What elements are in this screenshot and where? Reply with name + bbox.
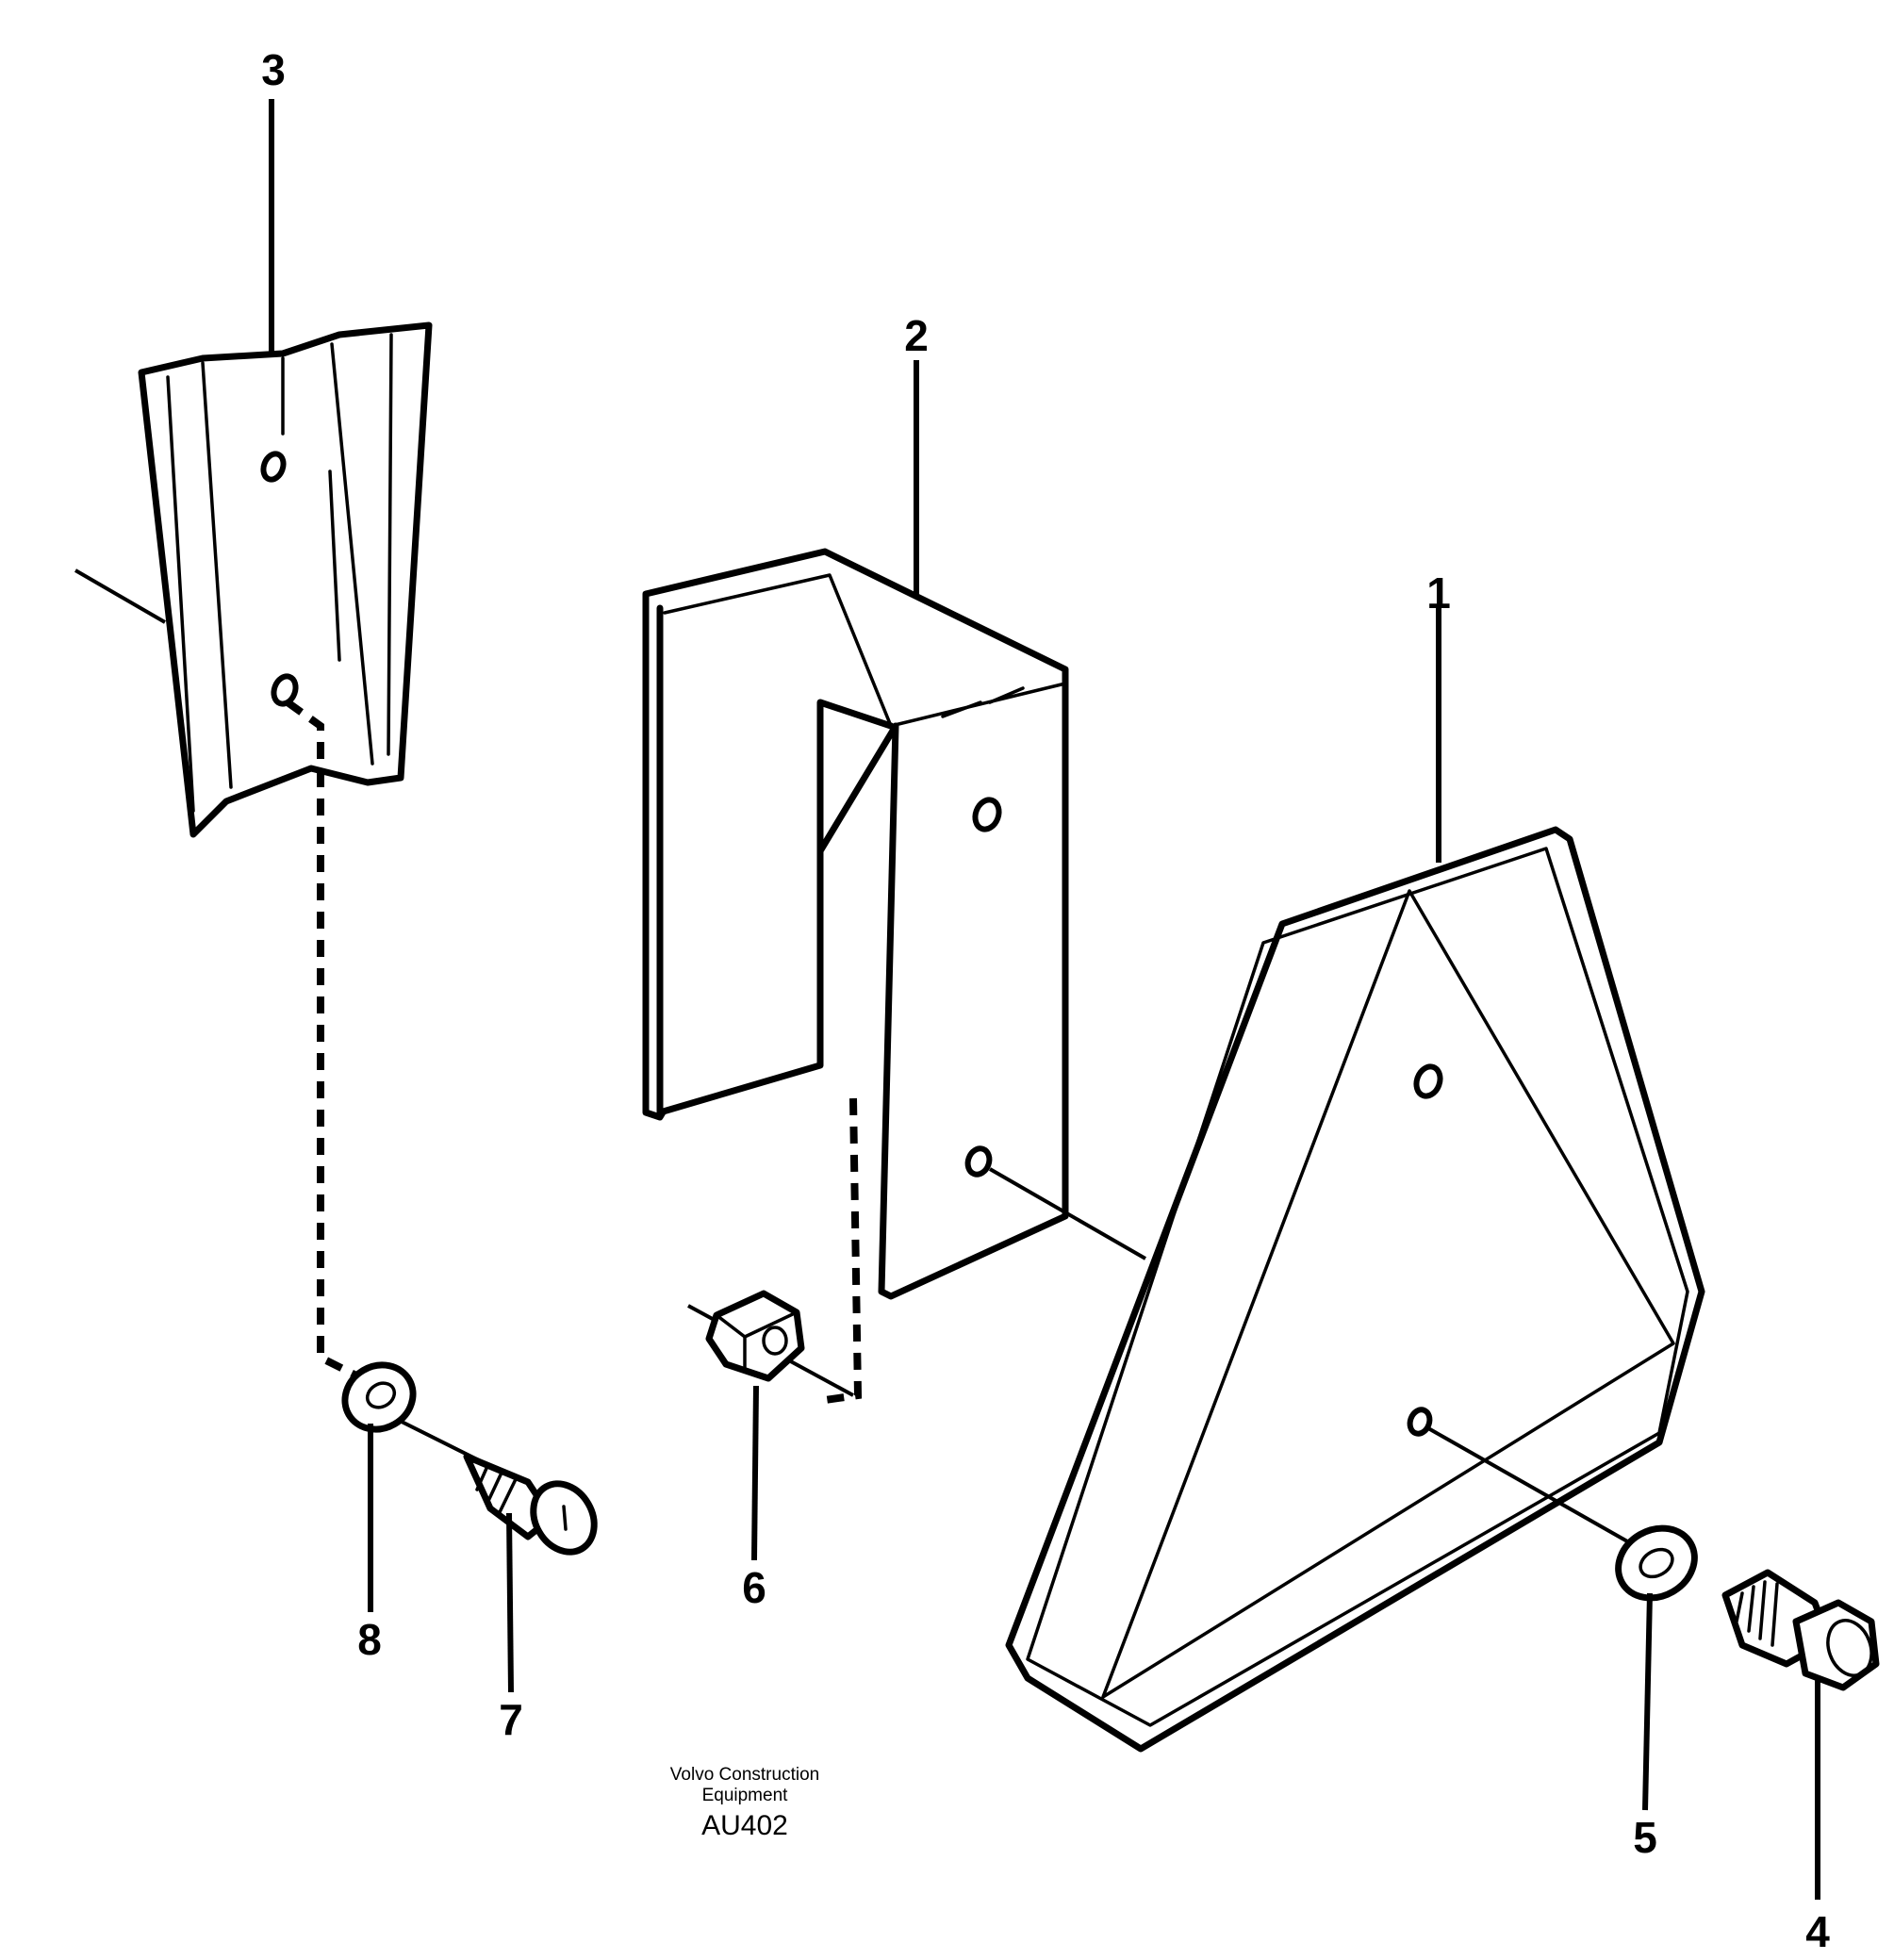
leader-lines: [269, 99, 1820, 1900]
callout-8: 8: [357, 1615, 382, 1664]
caption-company-line2: Equipment: [701, 1785, 788, 1805]
hex-nut-part-6: [705, 1290, 805, 1382]
triangle-sign-part-1: [1005, 826, 1705, 1753]
callouts: 1 2 3 4 5 6 7 8: [261, 45, 1830, 1956]
diagram-caption: Volvo Construction Equipment AU402: [594, 1765, 896, 1842]
caption-company: Volvo Construction: [669, 1765, 820, 1785]
callout-6: 6: [742, 1563, 766, 1612]
screw-part-7: [463, 1453, 598, 1556]
bolt-part-4: [1721, 1569, 1880, 1691]
alignment-paths: [285, 699, 863, 1404]
callout-2: 2: [904, 311, 929, 360]
washer-part-5: [1615, 1524, 1698, 1602]
callout-7: 7: [499, 1695, 523, 1744]
channel-rail-part-3: [74, 321, 433, 838]
callout-1: 1: [1426, 568, 1451, 618]
washer-part-8: [341, 1361, 417, 1433]
caption-code: AU402: [701, 1809, 788, 1841]
callout-4: 4: [1805, 1907, 1830, 1956]
callout-3: 3: [261, 45, 286, 94]
u-bracket-part-2: [642, 548, 1069, 1300]
callout-5: 5: [1633, 1813, 1657, 1862]
